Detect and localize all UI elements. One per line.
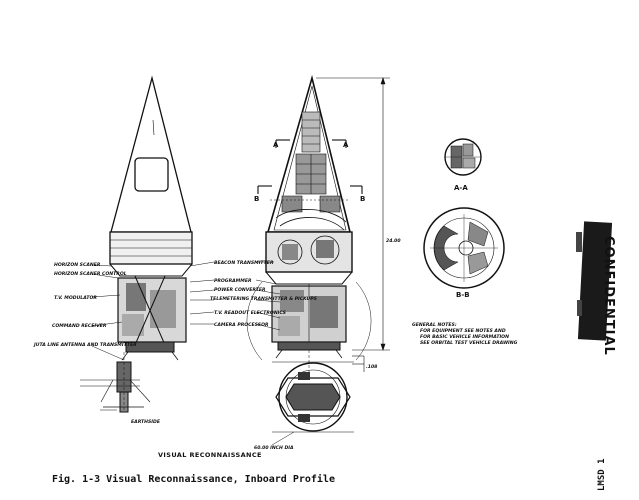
side-document-mark: LMSD 1: [597, 458, 607, 491]
label-telemetering-transmitter: TELEMETERING TRANSMITTER & PICKUPS: [210, 296, 318, 302]
general-notes-line-1: FOR EQUIPMENT SEE NOTES AND: [420, 328, 506, 334]
center-callout-labels: BEACON TRANSMITTER PROGRAMMER POWER CONV…: [210, 260, 318, 328]
general-notes-heading: GENERAL NOTES:: [412, 322, 457, 328]
label-diameter: 60.00 INCH DIA: [254, 445, 294, 451]
drawing-title: VISUAL RECONNAISSANCE: [158, 451, 262, 459]
label-antenna-transmitter: JUTA LINE ANTENNA AND TRANSMITTER: [33, 342, 137, 348]
label-horizon-scanner-control: HORIZON SCANER CONTROL: [54, 271, 127, 277]
label-programmer: PROGRAMMER: [214, 278, 252, 284]
section-bb-label: B-B: [456, 291, 470, 299]
label-tv-modulator: T.V. MODULATOR: [54, 295, 97, 301]
height-dimension: 24.00: [386, 238, 401, 244]
label-beacon-transmitter: BEACON TRANSMITTER: [214, 260, 274, 266]
general-notes: GENERAL NOTES: FOR EQUIPMENT SEE NOTES A…: [412, 322, 518, 346]
label-command-receiver: COMMAND RECEIVER: [52, 323, 107, 329]
label-camera-processor: CAMERA PROCESSOR: [214, 322, 269, 328]
section-aa-label: A-A: [454, 184, 468, 192]
section-mark-b-left: B: [254, 195, 259, 203]
general-notes-line-3: SEE ORBITAL TEST VEHICLE DRAWING: [420, 340, 518, 346]
figure-caption: Fig. 1-3 Visual Reconnaissance, Inboard …: [52, 474, 335, 485]
general-notes-line-2: FOR BASIC VEHICLE INFORMATION: [420, 334, 509, 340]
section-mark-b-right: B: [360, 195, 365, 203]
label-earthside: EARTHSIDE: [131, 419, 161, 425]
label-tv-readout: T.V. READOUT ELECTRONICS: [214, 310, 287, 316]
cutaway-view-vehicle: [246, 74, 372, 372]
section-mark-a-right: A: [343, 141, 349, 149]
label-power-converter: POWER CONVERTER: [214, 287, 266, 293]
section-bb-view: [423, 207, 505, 289]
external-view-vehicle: [80, 75, 193, 413]
confidential-stamp-text: CONFIDENTIAL: [601, 236, 616, 356]
section-mark-a-left: A: [273, 141, 279, 149]
section-aa-view: [444, 138, 482, 176]
confidential-stamp: [576, 221, 613, 341]
label-horizon-scanner: HORIZON SCANER: [54, 262, 101, 268]
base-section-view: [271, 361, 354, 446]
left-callout-labels: HORIZON SCANER HORIZON SCANER CONTROL T.…: [33, 262, 137, 348]
small-dimension: .108: [366, 364, 378, 370]
section-cut-labels: A A B B A-A B-B: [254, 141, 470, 299]
